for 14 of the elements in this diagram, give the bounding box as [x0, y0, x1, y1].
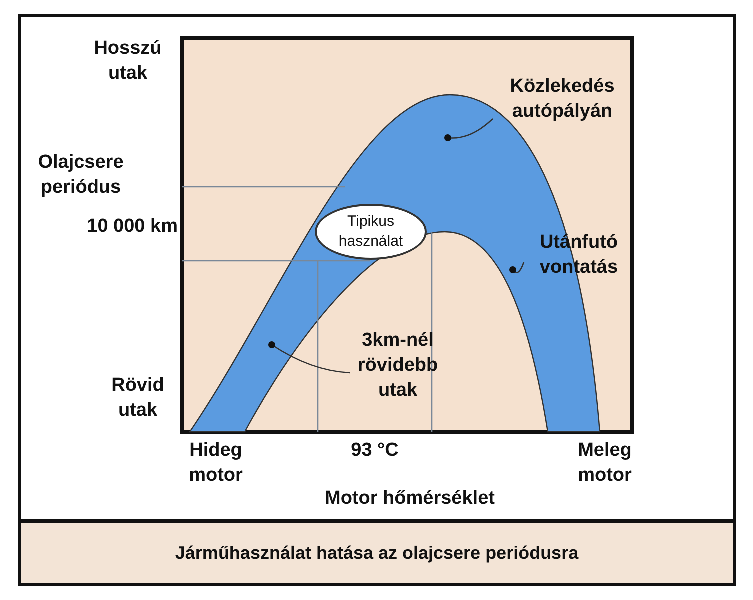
callout-text: 3km-nél rövidebb utak — [352, 328, 444, 403]
axis-label: Motor hőmérséklet — [324, 487, 496, 511]
leader-line — [510, 262, 525, 274]
axis-label: Olajcsere periódus — [37, 151, 125, 200]
axis-label: 10 000 km — [86, 215, 178, 239]
caption: Járműhasználat hatása az olajcsere periódusra — [18, 520, 736, 586]
leader-line — [444, 118, 494, 142]
callout-text: Közlekedés autópályán — [495, 74, 630, 124]
axis-label: Meleg motor — [577, 439, 633, 488]
axis-label: Hideg motor — [188, 439, 244, 488]
axis-label: Hosszú utak — [93, 37, 163, 86]
leader-line — [268, 342, 350, 374]
axis-label: 93 °C — [350, 439, 400, 463]
axis-label: Rövid utak — [110, 374, 166, 423]
